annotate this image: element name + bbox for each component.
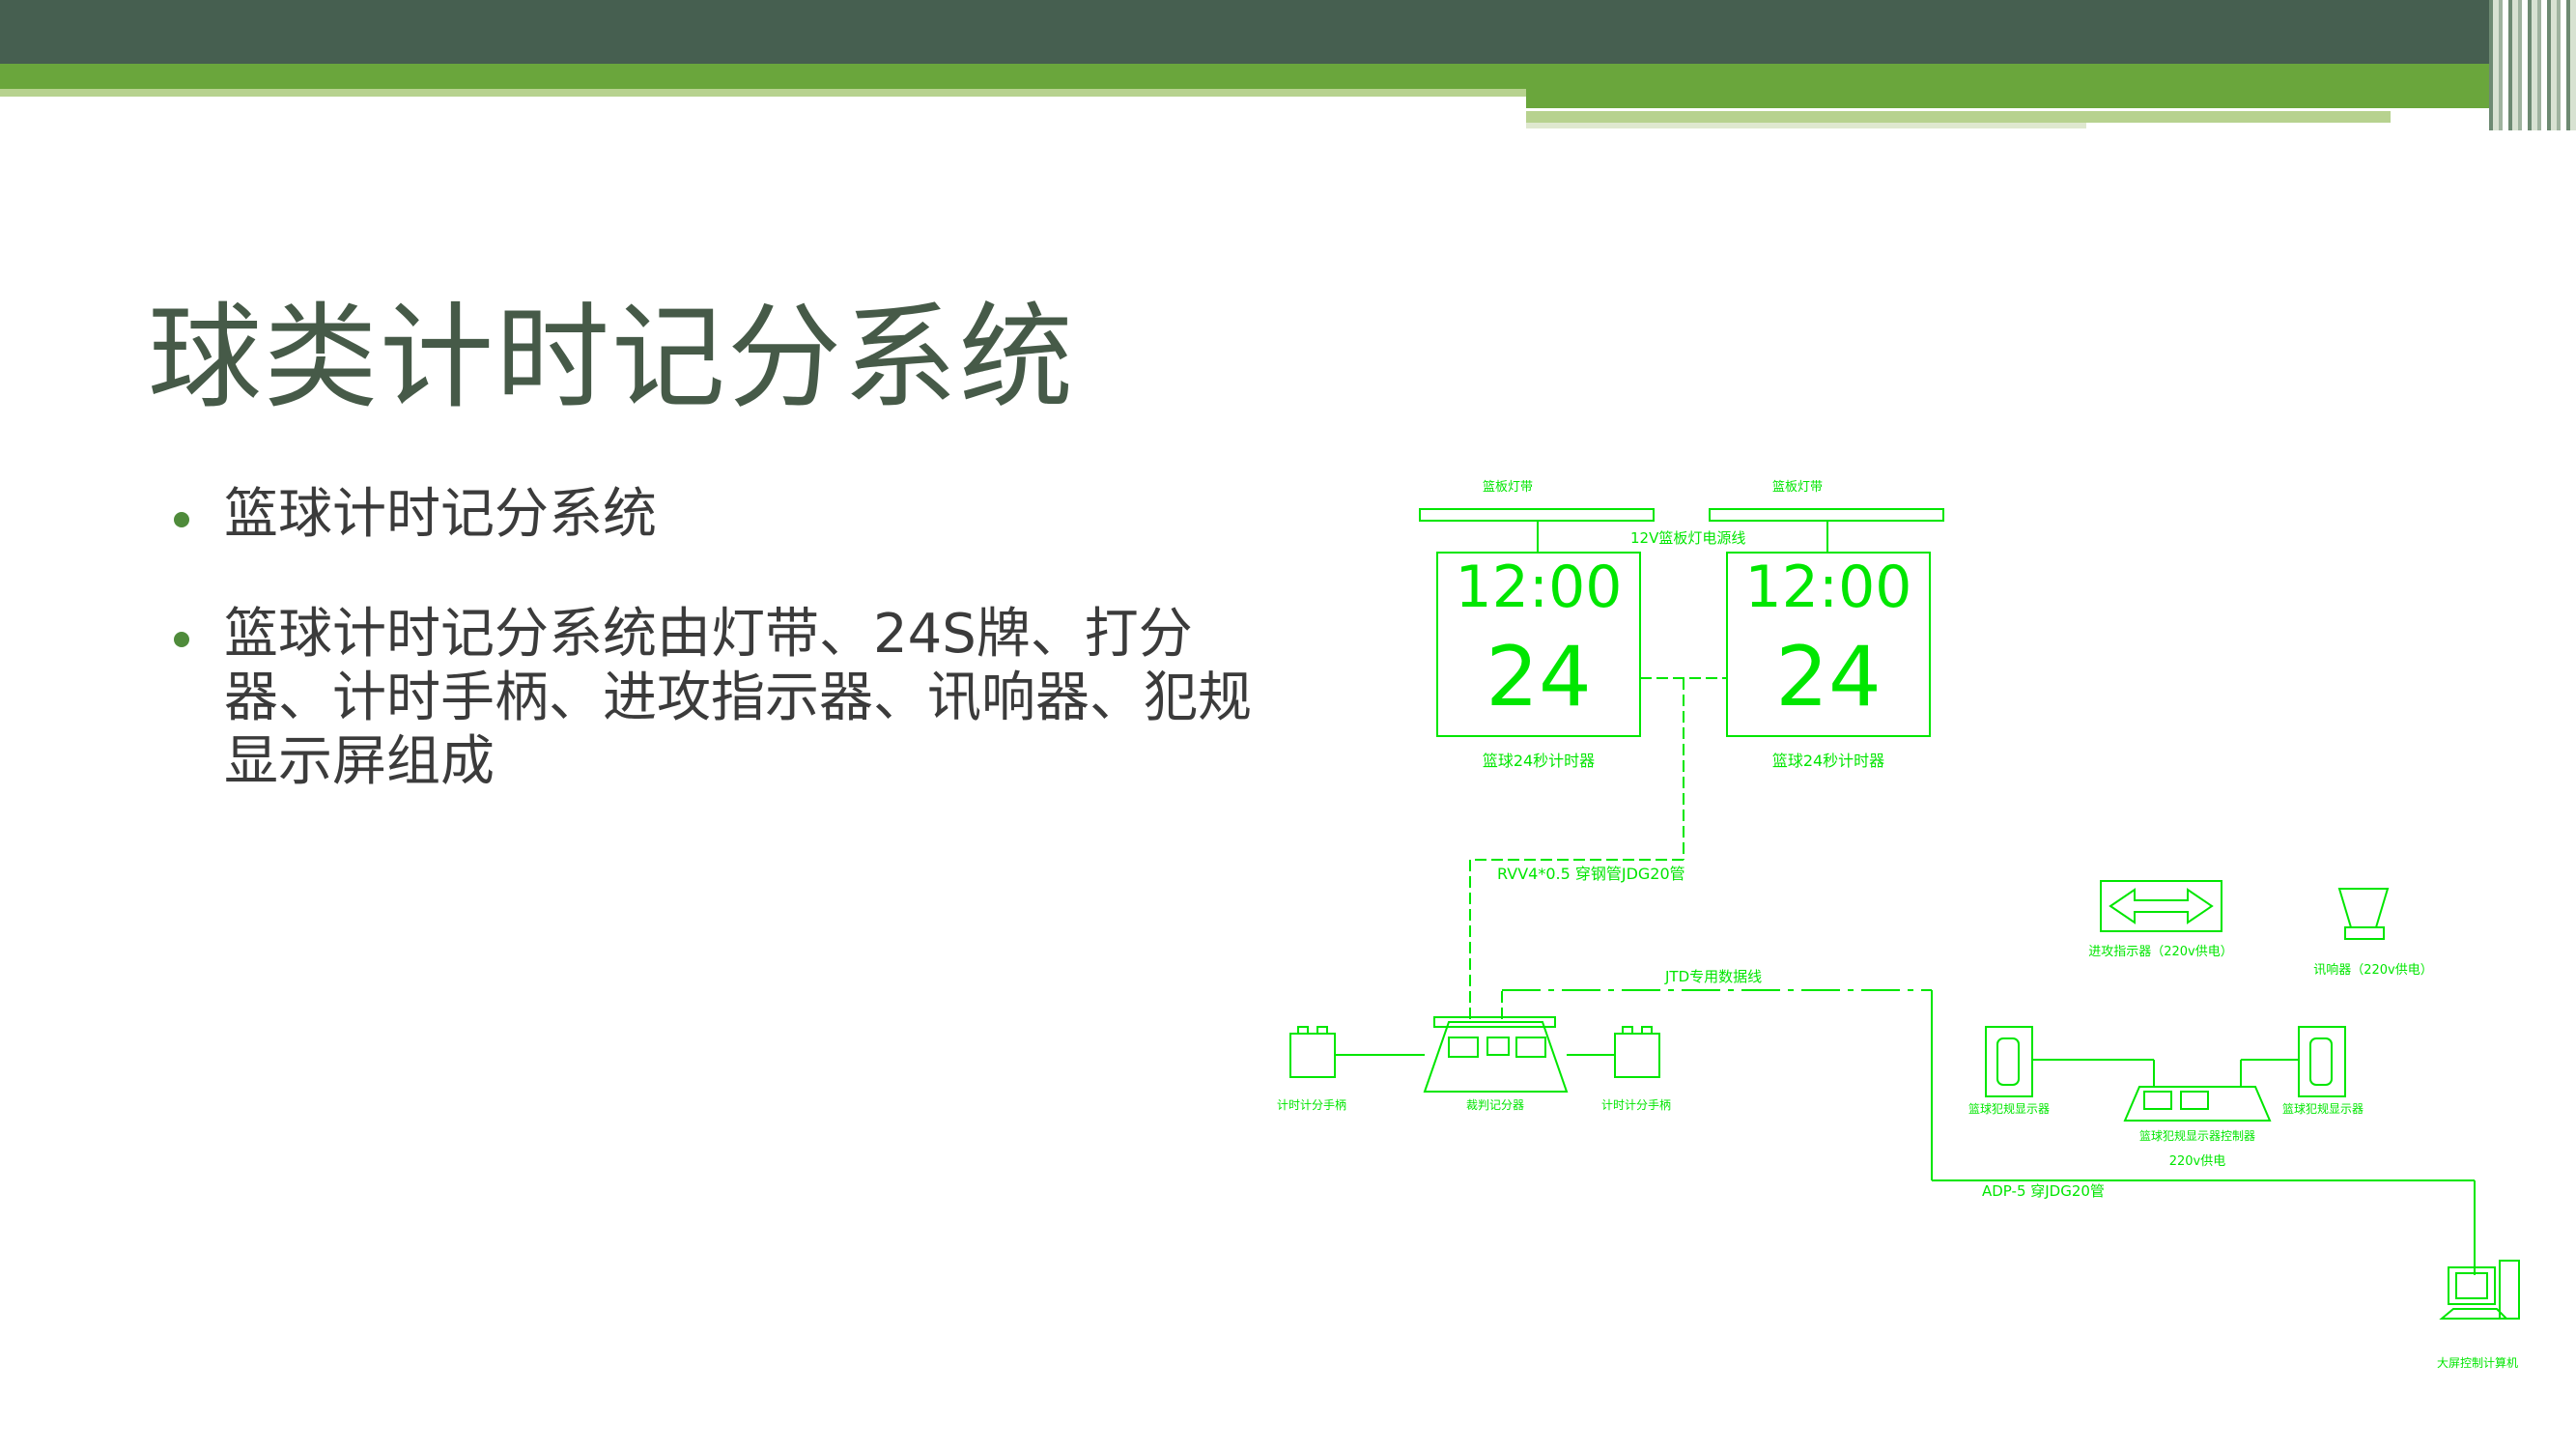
- light-bar-right-label: 篮板灯带: [1772, 480, 1823, 495]
- horn-icon: [2337, 888, 2390, 928]
- bullet-list: 篮球计时记分系统 篮球计时记分系统由灯带、24S牌、打分器、计时手柄、进攻指示器…: [174, 483, 1294, 850]
- board-right-time: 12:00: [1745, 554, 1912, 621]
- arrow-indicator: [2100, 880, 2222, 932]
- header-stripes: [2489, 0, 2576, 130]
- header-band-green: [0, 64, 2502, 89]
- computer-monitor-icon: [2448, 1266, 2496, 1305]
- scoreboard-wiring-diagram: 篮板灯带 篮板灯带 12V篮板灯电源线 12:00 24 篮球24秒计时器 12…: [1277, 480, 2520, 1370]
- console-icon: [1423, 1021, 1569, 1093]
- right-handle-label: 计时计分手柄: [1601, 1098, 1671, 1112]
- shot-clock-board-left: [1436, 552, 1641, 737]
- header-band-light-left: [0, 89, 1526, 97]
- left-handle-label: 计时计分手柄: [1277, 1098, 1346, 1112]
- bullet-dot-icon: [174, 512, 189, 527]
- board-left-shot: 24: [1486, 629, 1591, 725]
- double-arrow-icon: [2109, 888, 2214, 924]
- handle-right-icon: [1614, 1033, 1660, 1078]
- foul-right-label: 篮球犯规显示器: [2282, 1101, 2364, 1116]
- console-label: 裁判记分器: [1466, 1098, 1524, 1112]
- foul-console-label: 篮球犯规显示器控制器: [2139, 1128, 2255, 1143]
- jtd-note: JTD专用数据线: [1664, 968, 1762, 985]
- cable-note: RVV4*0.5 穿钢管JDG20管: [1497, 865, 1685, 883]
- bullet-item: 篮球计时记分系统由灯带、24S牌、打分器、计时手柄、进攻指示器、讯响器、犯规显示…: [174, 603, 1294, 794]
- board-left-caption: 篮球24秒计时器: [1483, 752, 1595, 770]
- shot-clock-board-right: [1726, 552, 1931, 737]
- light-bar-left: [1419, 508, 1655, 522]
- computer-tower-icon: [2499, 1260, 2520, 1320]
- board-left-time: 12:00: [1456, 554, 1623, 621]
- bullet-item: 篮球计时记分系统: [174, 483, 1294, 547]
- header-band-dark: [0, 0, 2502, 64]
- light-bar-right: [1709, 508, 1944, 522]
- board-right-caption: 篮球24秒计时器: [1772, 752, 1884, 770]
- adp-note: ADP-5 穿JDG20管: [1982, 1182, 2105, 1200]
- pc-label: 大屏控制计算机: [2437, 1355, 2518, 1370]
- power-note: 12V篮板灯电源线: [1630, 529, 1745, 547]
- foul-display-right: [2298, 1026, 2346, 1097]
- foul-console-icon: [2123, 1086, 2272, 1122]
- horn-caption: 讯响器（220v供电）: [2313, 962, 2433, 978]
- foul-left-label: 篮球犯规显示器: [1968, 1101, 2050, 1116]
- header-band-green-right: [1526, 89, 2502, 108]
- header-band-light-right: [1526, 111, 2391, 123]
- bullet-dot-icon: [174, 632, 189, 647]
- bullet-text: 篮球计时记分系统由灯带、24S牌、打分器、计时手柄、进攻指示器、讯响器、犯规显示…: [224, 603, 1252, 793]
- slide-title: 球类计时记分系统: [148, 291, 1076, 424]
- handle-left-icon: [1289, 1033, 1336, 1078]
- header-band-light-right-2: [1526, 123, 2086, 128]
- light-bar-left-label: 篮板灯带: [1483, 480, 1533, 495]
- foul-power-label: 220v供电: [2169, 1154, 2226, 1169]
- arrow-caption: 进攻指示器（220v供电）: [2088, 945, 2233, 959]
- foul-display-left: [1985, 1026, 2033, 1097]
- bullet-text: 篮球计时记分系统: [224, 483, 657, 546]
- board-right-shot: 24: [1775, 629, 1881, 725]
